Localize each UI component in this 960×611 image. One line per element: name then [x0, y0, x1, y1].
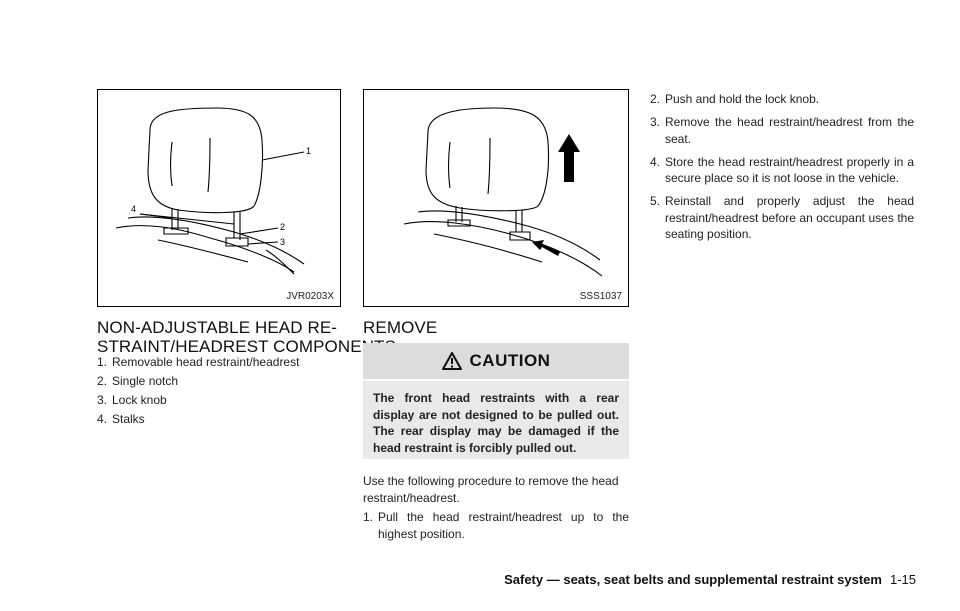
item-text: Single notch — [112, 374, 179, 388]
callout-4: 4 — [131, 204, 136, 214]
components-list: 1. Removable head restraint/headrest 2. Si… — [97, 354, 341, 430]
step-text: Pull the head restraint/headrest up to t… — [378, 510, 629, 541]
callout-3: 3 — [280, 237, 285, 247]
step-number: 1. — [363, 510, 374, 524]
page-number: 1-15 — [889, 572, 916, 587]
heading-line-1: NON-ADJUSTABLE HEAD RE- — [97, 318, 338, 337]
item-number: 3. — [97, 393, 108, 407]
caution-header: CAUTION — [363, 343, 629, 379]
step-text: Remove the head restraint/headrest from … — [665, 115, 914, 146]
remove-step-1: 1. Pull the head restraint/headrest up to… — [363, 509, 629, 549]
item-text: Stalks — [112, 412, 145, 426]
list-item: 2. Single notch — [97, 373, 341, 390]
figure-headrest-components: 1 2 3 4 JVR0203X — [97, 89, 341, 307]
section-heading-components: NON-ADJUSTABLE HEAD RE- STRAINT/HEADREST… — [97, 318, 396, 356]
list-item: 3. Lock knob — [97, 392, 341, 409]
section-heading-remove: REMOVE — [363, 318, 438, 337]
step-number: 5. — [650, 194, 661, 208]
callout-1: 1 — [306, 146, 311, 156]
list-item: 4. Stalks — [97, 411, 341, 428]
step-text: Reinstall and properly adjust the head r… — [665, 194, 914, 241]
list-item: 4. Store the head restraint/headrest prop… — [650, 154, 914, 187]
figure-remove-headrest: SSS1037 — [363, 89, 629, 307]
list-item: 5. Reinstall and properly adjust the head… — [650, 193, 914, 243]
figure-code: JVR0203X — [286, 291, 334, 302]
up-arrow-icon — [558, 134, 580, 182]
item-text: Lock knob — [112, 393, 167, 407]
item-number: 4. — [97, 412, 108, 426]
step-number: 2. — [650, 92, 661, 106]
heading-line-2: STRAINT/HEADREST COMPONENTS — [97, 337, 396, 356]
list-item: 3. Remove the head restraint/headrest fro… — [650, 114, 914, 147]
step-number: 3. — [650, 115, 661, 129]
page-footer: Safety — seats, seat belts and supplemen… — [504, 572, 916, 587]
caution-text: The front head restraints with a rear di… — [363, 381, 629, 459]
warning-triangle-icon — [441, 352, 462, 370]
push-arrow-icon — [532, 240, 560, 256]
list-item: 1. Removable head restraint/headrest — [97, 354, 341, 371]
list-item: 1. Pull the head restraint/headrest up to… — [363, 509, 629, 542]
list-item: 2. Push and hold the lock knob. — [650, 91, 914, 108]
callout-2: 2 — [280, 222, 285, 232]
headrest-components-illustration: 1 2 3 4 — [115, 107, 311, 275]
item-number: 1. — [97, 355, 108, 369]
caution-title: CAUTION — [469, 351, 551, 370]
item-text: Removable head restraint/headrest — [112, 355, 300, 369]
remove-steps-list: 2. Push and hold the lock knob. 3. Remove … — [650, 91, 914, 249]
remove-intro: Use the following procedure to remove th… — [363, 474, 619, 505]
step-text: Store the head restraint/headrest proper… — [665, 154, 914, 186]
footer-section-title: Safety — seats, seat belts and supplemen… — [504, 572, 882, 587]
remove-headrest-illustration — [403, 107, 603, 277]
step-text: Push and hold the lock knob. — [665, 92, 820, 106]
item-number: 2. — [97, 374, 108, 388]
figure-code: SSS1037 — [579, 291, 622, 302]
step-number: 4. — [650, 154, 661, 169]
